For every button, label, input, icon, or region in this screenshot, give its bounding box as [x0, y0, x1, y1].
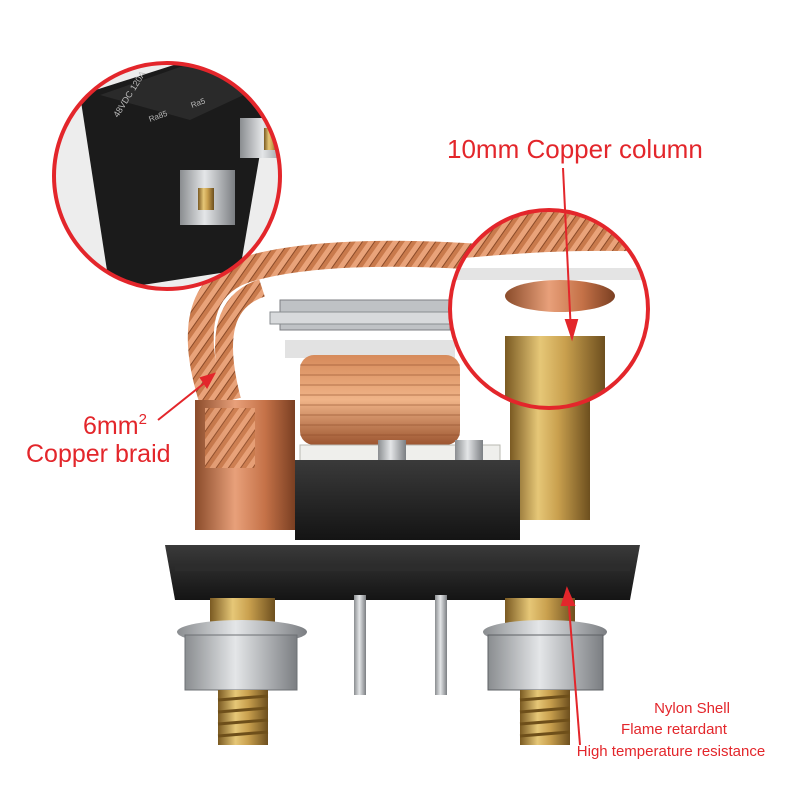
copper-braid	[187, 240, 553, 413]
hex-nut	[184, 634, 298, 691]
braid-area-exponent: 2	[138, 411, 147, 428]
copper-coil	[300, 355, 460, 445]
label-copper-column: 10mm Copper column	[447, 134, 703, 164]
nylon-shell	[165, 545, 640, 600]
arrow-copper-column	[562, 167, 572, 334]
label-nylon-shell: Nylon Shell	[654, 700, 730, 717]
inset-circle-frame	[52, 61, 282, 291]
arrow-braid	[157, 376, 213, 421]
arrow-shell	[567, 593, 581, 746]
hex-nut	[487, 634, 604, 691]
inset-relay-housing: 48VDC 120A Ra5 Ra85	[54, 63, 280, 289]
label-flame-retardant: Flame retardant	[621, 721, 727, 738]
label-braid-area: 6mm2	[83, 412, 147, 440]
label-high-temperature: High temperature resistance	[576, 743, 766, 760]
braid-area-number: 6mm	[83, 412, 139, 440]
label-copper-braid: Copper braid	[26, 440, 171, 468]
inset-copper-column	[450, 210, 648, 408]
